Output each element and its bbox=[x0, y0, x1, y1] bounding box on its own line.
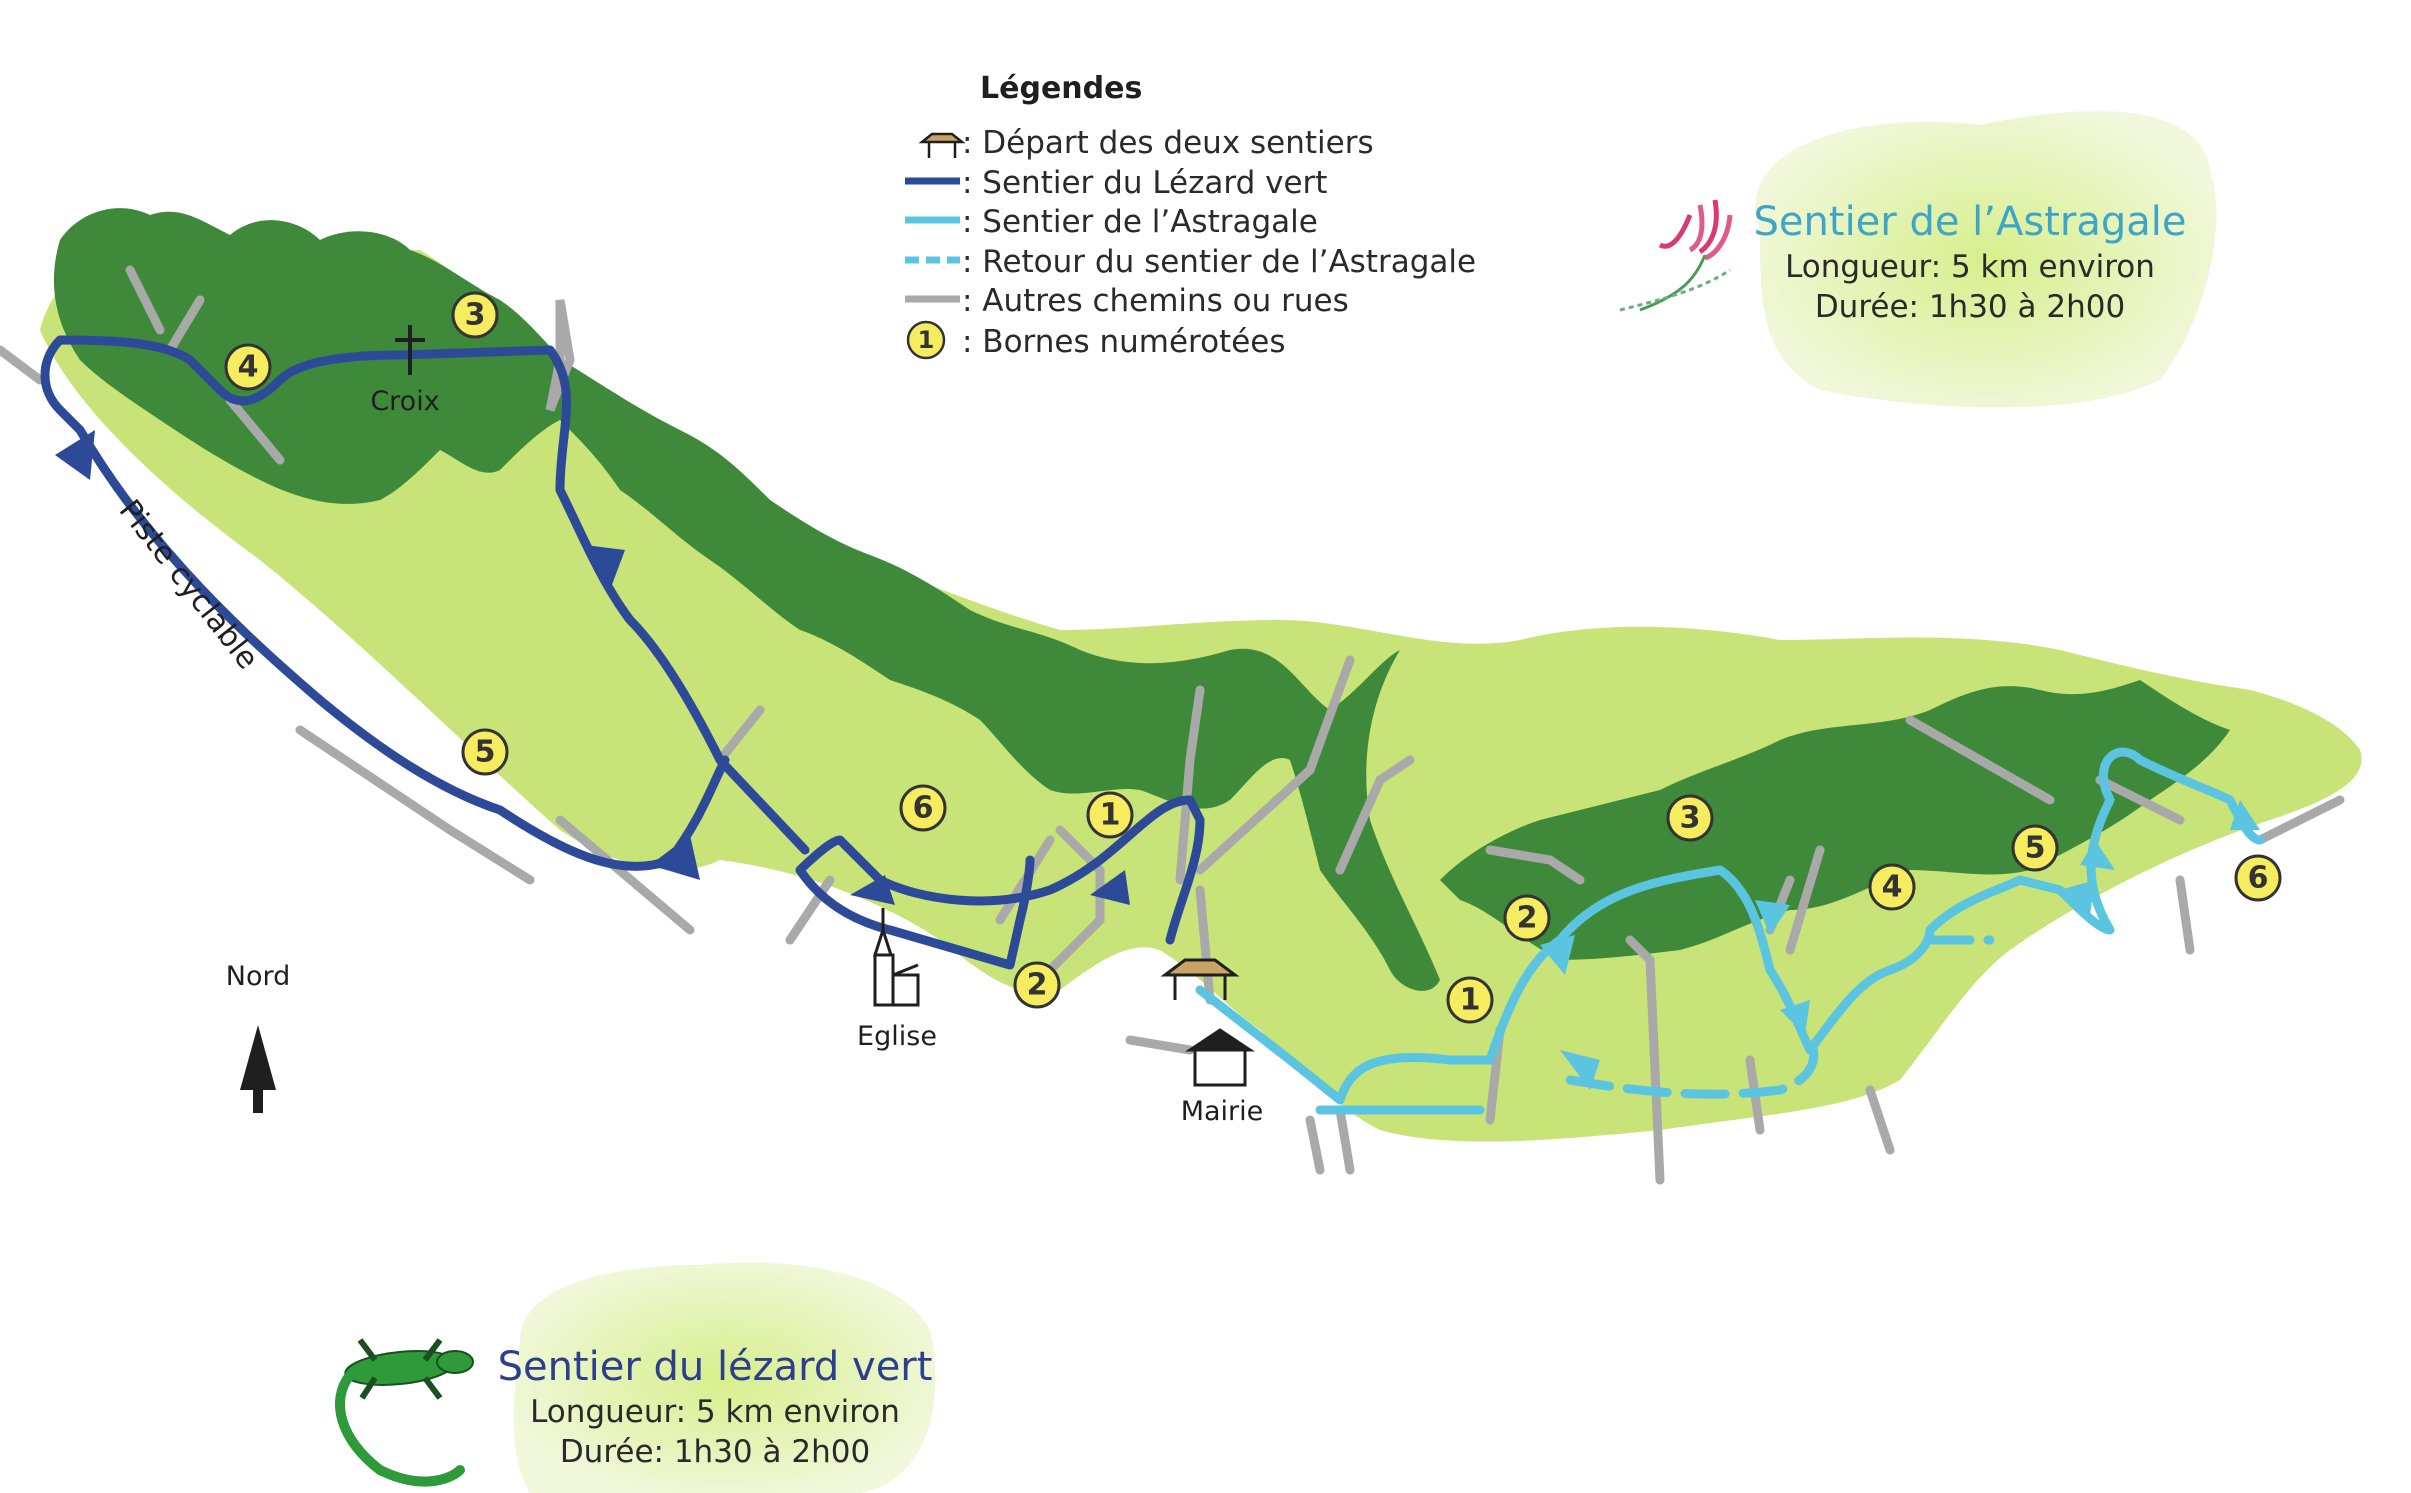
legend-title: Légendes bbox=[980, 71, 1142, 106]
astragale-direction-arrows bbox=[1540, 800, 2260, 1090]
svg-text:: Retour du sentier de l’Astra: : Retour du sentier de l’Astragale bbox=[962, 244, 1476, 280]
lezard-marker-2: 2 bbox=[1013, 961, 1061, 1009]
astragale-route bbox=[1195, 747, 2265, 1115]
svg-text:5: 5 bbox=[475, 735, 496, 770]
svg-text:4: 4 bbox=[238, 350, 259, 385]
svg-text:1: 1 bbox=[918, 326, 935, 354]
astragale-duration: Durée: 1h30 à 2h00 bbox=[1815, 289, 2125, 325]
astragale-marker-4: 4 bbox=[1868, 863, 1916, 911]
svg-text:3: 3 bbox=[465, 298, 486, 333]
svg-text:: Sentier de l’Astragale: : Sentier de l’Astragale bbox=[962, 204, 1318, 240]
legend: Légendes : Départ des deux sentiers : Se… bbox=[905, 71, 1476, 360]
svg-text:6: 6 bbox=[913, 791, 934, 826]
start-shelter-icon bbox=[1160, 958, 1240, 1000]
eglise-label: Eglise bbox=[857, 1021, 937, 1052]
north-arrow-icon bbox=[240, 1025, 276, 1113]
lezard-direction-arrows bbox=[55, 430, 1130, 905]
cross-icon bbox=[395, 325, 425, 375]
astragale-marker-1: 1 bbox=[1446, 976, 1494, 1024]
lezard-marker-4: 4 bbox=[224, 343, 272, 391]
legend-item-markers: 1 : Bornes numérotées bbox=[906, 320, 1286, 360]
svg-text:: Bornes numérotées: : Bornes numérotées bbox=[962, 324, 1286, 360]
legend-item-astragale-return: : Retour du sentier de l’Astragale bbox=[905, 244, 1476, 280]
lezard-vert-route bbox=[40, 335, 1205, 970]
green-lizard-icon bbox=[335, 1338, 474, 1487]
svg-text:6: 6 bbox=[2248, 861, 2269, 896]
legend-item-astragale: : Sentier de l’Astragale bbox=[905, 204, 1318, 240]
svg-text:4: 4 bbox=[1882, 870, 1903, 905]
forest-area bbox=[53, 208, 1440, 991]
svg-text:3: 3 bbox=[1680, 801, 1701, 836]
astragale-return-dashed bbox=[1565, 935, 1995, 1099]
astragale-marker-5: 5 bbox=[2011, 824, 2059, 872]
astragale-marker-2: 2 bbox=[1503, 894, 1551, 942]
lezard-markers: 4 3 5 6 1 2 bbox=[224, 291, 1134, 1009]
svg-text:2: 2 bbox=[1027, 968, 1048, 1003]
astragale-marker-6: 6 bbox=[2234, 854, 2282, 902]
svg-text:: Sentier du Lézard vert: : Sentier du Lézard vert bbox=[962, 165, 1327, 201]
astragale-length: Longueur: 5 km environ bbox=[1785, 249, 2155, 285]
north-label: Nord bbox=[226, 961, 290, 992]
lezard-marker-5: 5 bbox=[461, 728, 509, 776]
lezard-length: Longueur: 5 km environ bbox=[530, 1394, 900, 1430]
lezard-info-blob bbox=[513, 1262, 936, 1493]
other-paths bbox=[0, 265, 2345, 1185]
astragale-info-blob bbox=[1755, 111, 2217, 408]
svg-text:: Autres chemins ou rues: : Autres chemins ou rues bbox=[962, 283, 1349, 319]
legend-item-lezard: : Sentier du Lézard vert bbox=[905, 165, 1327, 201]
mairie-label: Mairie bbox=[1181, 1096, 1264, 1127]
svg-text:2: 2 bbox=[1517, 901, 1538, 936]
svg-text:5: 5 bbox=[2025, 831, 2046, 866]
town-hall-icon bbox=[1185, 1028, 1255, 1087]
legend-item-start: : Départ des deux sentiers bbox=[918, 125, 1374, 161]
astragale-markers: 1 2 3 4 5 6 bbox=[1446, 794, 2282, 1024]
svg-text:: Départ des deux sentiers: : Départ des deux sentiers bbox=[962, 125, 1374, 161]
svg-text:1: 1 bbox=[1100, 798, 1121, 833]
lezard-marker-1: 1 bbox=[1086, 791, 1134, 839]
lezard-title: Sentier du lézard vert bbox=[498, 1344, 933, 1390]
croix-label: Croix bbox=[370, 386, 439, 417]
numbered-marker-icon: 1 bbox=[906, 320, 946, 360]
svg-text:1: 1 bbox=[1460, 983, 1481, 1018]
astragale-marker-3: 3 bbox=[1666, 794, 1714, 842]
church-icon bbox=[872, 908, 920, 1007]
start-shelter-icon bbox=[918, 132, 966, 158]
astragale-title: Sentier de l’Astragale bbox=[1754, 199, 2187, 245]
legend-item-other-paths: : Autres chemins ou rues bbox=[905, 283, 1349, 319]
lezard-duration: Durée: 1h30 à 2h00 bbox=[560, 1434, 870, 1470]
lezard-marker-3: 3 bbox=[451, 291, 499, 339]
lezard-marker-6: 6 bbox=[899, 784, 947, 832]
astragale-flower-icon bbox=[1619, 199, 1733, 312]
